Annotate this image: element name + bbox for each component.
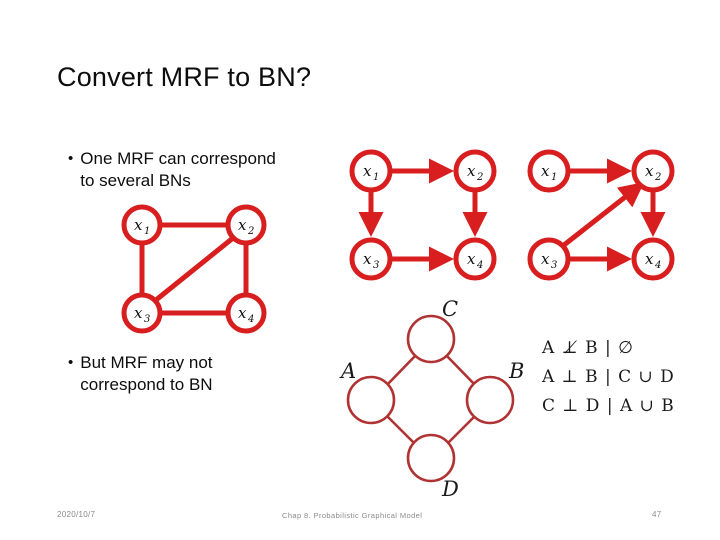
mrf-edges xyxy=(139,222,249,316)
node-x1 xyxy=(121,204,163,246)
edge-a-d xyxy=(384,413,418,447)
mrf-graph-svg: x 1 x 2 x 3 x 4 xyxy=(121,204,267,334)
bullet-marker: • xyxy=(68,354,74,371)
footer-page-number: 47 xyxy=(652,510,662,519)
node-sublabel-x4: 4 xyxy=(247,314,254,325)
footer-date: 2020/10/7 xyxy=(57,510,96,519)
node-sublabel-x4: 4 xyxy=(654,260,661,271)
node-sublabel-x1: 1 xyxy=(551,172,557,183)
node-x4 xyxy=(225,292,267,334)
mrf-node-labels: x 1 x 2 x 3 x 4 xyxy=(134,216,254,325)
diamond-node-labels: C A B D xyxy=(339,297,524,500)
node-label-d: D xyxy=(441,477,459,500)
bullet-marker: • xyxy=(68,150,74,167)
footer-chapter-title: Chap 8. Probabilistic Graphical Model xyxy=(282,511,423,520)
node-x1 xyxy=(527,149,571,193)
node-sublabel-x3: 3 xyxy=(551,260,557,271)
edge-c-b xyxy=(444,353,478,388)
bn-variant-2-figure: x 1 x 2 x 3 x 4 xyxy=(514,139,702,291)
node-x4 xyxy=(453,237,497,281)
bn-variant-1-svg: x 1 x 2 x 3 x 4 xyxy=(349,149,497,281)
bullet-text: But MRF may not correspond to BN xyxy=(80,353,213,394)
independence-statement-2: A ⊥ B | C ∪ D xyxy=(542,367,675,387)
node-b xyxy=(465,375,515,425)
node-x3 xyxy=(349,237,393,281)
diamond-nodes xyxy=(346,314,515,483)
node-sublabel-x3: 3 xyxy=(373,260,379,271)
node-label-x4: x xyxy=(238,304,247,322)
node-label-a: A xyxy=(339,359,356,383)
bn2-node-labels: x 1 x 2 x 3 x 4 xyxy=(541,162,661,271)
node-label-x2: x xyxy=(238,216,247,234)
node-c xyxy=(406,314,456,364)
node-x3 xyxy=(121,292,163,334)
page-title: Convert MRF to BN? xyxy=(57,62,312,92)
edge-x3-x2 xyxy=(154,236,235,302)
edge-x3-to-x2 xyxy=(562,182,645,247)
bn-variant-2-svg: x 1 x 2 x 3 x 4 xyxy=(527,149,675,281)
bullet-text: One MRF can correspond to several BNs xyxy=(80,149,276,190)
node-label-x3: x xyxy=(134,304,143,322)
bn1-edges xyxy=(358,158,488,272)
bn1-nodes xyxy=(349,149,497,281)
bn2-nodes xyxy=(527,149,675,281)
node-sublabel-x4: 4 xyxy=(476,260,483,271)
bullet-item-two: • But MRF may not correspond to BN xyxy=(68,352,318,396)
mrf-graph-figure: x 1 x 2 x 3 x 4 xyxy=(104,193,284,345)
node-label-x2: x xyxy=(645,162,654,180)
node-x3 xyxy=(527,237,571,281)
node-sublabel-x3: 3 xyxy=(144,314,150,325)
node-sublabel-x1: 1 xyxy=(144,226,150,237)
bn2-edges xyxy=(562,158,666,272)
node-label-x2: x xyxy=(467,162,476,180)
node-label-x1: x xyxy=(541,162,550,180)
node-x2 xyxy=(631,149,675,193)
mrf-nodes xyxy=(121,204,267,334)
node-sublabel-x1: 1 xyxy=(373,172,379,183)
node-label-x3: x xyxy=(363,250,372,268)
node-sublabel-x2: 2 xyxy=(247,226,254,237)
bn1-node-labels: x 1 x 2 x 3 x 4 xyxy=(363,162,483,271)
bn-variant-1-figure: x 1 x 2 x 3 x 4 xyxy=(339,139,519,291)
diamond-edges xyxy=(384,353,478,447)
node-label-c: C xyxy=(442,297,458,321)
independence-statements: A ⊥̸ B | ∅ A ⊥ B | C ∪ D C ⊥ D | A ∪ B xyxy=(542,334,714,426)
diamond-graph-svg: C A B D xyxy=(339,297,524,500)
independence-statement-3: C ⊥ D | A ∪ B xyxy=(542,396,675,416)
node-d xyxy=(406,433,456,483)
node-label-x1: x xyxy=(363,162,372,180)
node-x1 xyxy=(349,149,393,193)
bullet-item-one: • One MRF can correspond to several BNs xyxy=(68,148,343,192)
edge-d-b xyxy=(444,413,478,447)
node-sublabel-x2: 2 xyxy=(654,172,661,183)
independence-statement-1: A ⊥̸ B | ∅ xyxy=(542,338,634,358)
diamond-graph-figure: C A B D xyxy=(338,294,534,500)
node-x4 xyxy=(631,237,675,281)
node-sublabel-x2: 2 xyxy=(476,172,483,183)
node-x2 xyxy=(225,204,267,246)
node-label-b: B xyxy=(508,359,524,383)
node-a xyxy=(346,375,396,425)
edge-a-c xyxy=(384,353,418,388)
node-label-x4: x xyxy=(645,250,654,268)
node-x2 xyxy=(453,149,497,193)
node-label-x1: x xyxy=(134,216,143,234)
node-label-x4: x xyxy=(467,250,476,268)
node-label-x3: x xyxy=(541,250,550,268)
